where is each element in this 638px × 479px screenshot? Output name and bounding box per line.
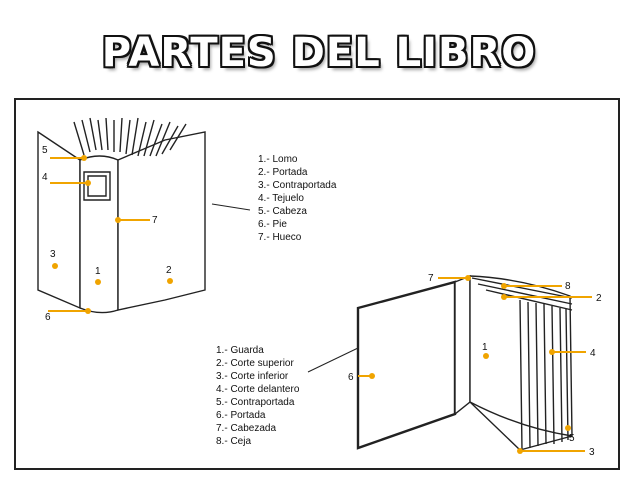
marker-dot-guarda bbox=[483, 353, 489, 359]
open-book-pointer-line bbox=[307, 347, 359, 373]
legend-item: 7.- Hueco bbox=[258, 232, 302, 243]
marker-label: 7 bbox=[428, 273, 434, 284]
marker-dot-corte-superior bbox=[501, 294, 507, 300]
marker-dot-corte-delantero bbox=[549, 349, 555, 355]
page-title: PARTES DEL LIBRO bbox=[101, 30, 537, 76]
legend-item: 6.- Portada bbox=[216, 410, 266, 421]
closed-book-pointer-line bbox=[211, 203, 251, 211]
legend-item: 4.- Tejuelo bbox=[258, 193, 304, 204]
legend-item: 3.- Contraportada bbox=[258, 180, 337, 191]
marker-dot-pie bbox=[85, 308, 91, 314]
marker-label: 4 bbox=[42, 172, 48, 183]
marker-label: 3 bbox=[589, 447, 595, 458]
legend-item: 1.- Guarda bbox=[216, 345, 264, 356]
marker-dot-cabezada bbox=[465, 275, 471, 281]
legend-item: 8.- Ceja bbox=[216, 436, 252, 447]
marker-dot-corte-inferior bbox=[517, 448, 523, 454]
marker-dot-hueco bbox=[115, 217, 121, 223]
legend-item: 5.- Contraportada bbox=[216, 397, 295, 408]
marker-dot-portada-open bbox=[369, 373, 375, 379]
marker-label: 5 bbox=[42, 145, 48, 156]
legend-item: 7.- Cabezada bbox=[216, 423, 277, 434]
open-book-illustration bbox=[356, 274, 573, 451]
marker-label: 6 bbox=[348, 372, 354, 383]
closed-book-legend: 1.- Lomo 2.- Portada 3.- Contraportada 4… bbox=[258, 153, 336, 244]
marker-label: 2 bbox=[596, 293, 602, 304]
marker-label: 2 bbox=[166, 265, 172, 276]
marker-dots bbox=[52, 155, 571, 454]
marker-dot-cabeza bbox=[81, 155, 87, 161]
open-book-leader-lines bbox=[358, 277, 592, 452]
marker-dot-ceja bbox=[501, 283, 507, 289]
legend-item: 6.- Pie bbox=[258, 219, 287, 230]
legend-item: 2.- Portada bbox=[258, 167, 308, 178]
legend-item: 3.- Corte inferior bbox=[216, 371, 289, 382]
marker-label: 5 bbox=[569, 433, 575, 444]
marker-label: 6 bbox=[45, 312, 51, 323]
legend-item: 1.- Lomo bbox=[258, 154, 298, 165]
marker-label: 3 bbox=[50, 249, 56, 260]
marker-label: 1 bbox=[482, 342, 488, 353]
marker-dot-contraportada-open bbox=[565, 425, 571, 431]
marker-dot-portada bbox=[167, 278, 173, 284]
marker-dot-contraportada bbox=[52, 263, 58, 269]
legend-item: 4.- Corte delantero bbox=[216, 384, 300, 395]
closed-book-leader-lines bbox=[48, 157, 150, 312]
marker-label: 7 bbox=[152, 215, 158, 226]
legend-item: 5.- Cabeza bbox=[258, 206, 307, 217]
marker-dot-tejuelo bbox=[85, 180, 91, 186]
marker-label: 1 bbox=[95, 266, 101, 277]
marker-label: 8 bbox=[565, 281, 571, 292]
open-book-legend: 1.- Guarda 2.- Corte superior 3.- Corte … bbox=[216, 344, 299, 448]
marker-dot-lomo bbox=[95, 279, 101, 285]
closed-book-illustration bbox=[37, 117, 206, 314]
marker-label: 4 bbox=[590, 348, 596, 359]
legend-item: 2.- Corte superior bbox=[216, 358, 294, 369]
